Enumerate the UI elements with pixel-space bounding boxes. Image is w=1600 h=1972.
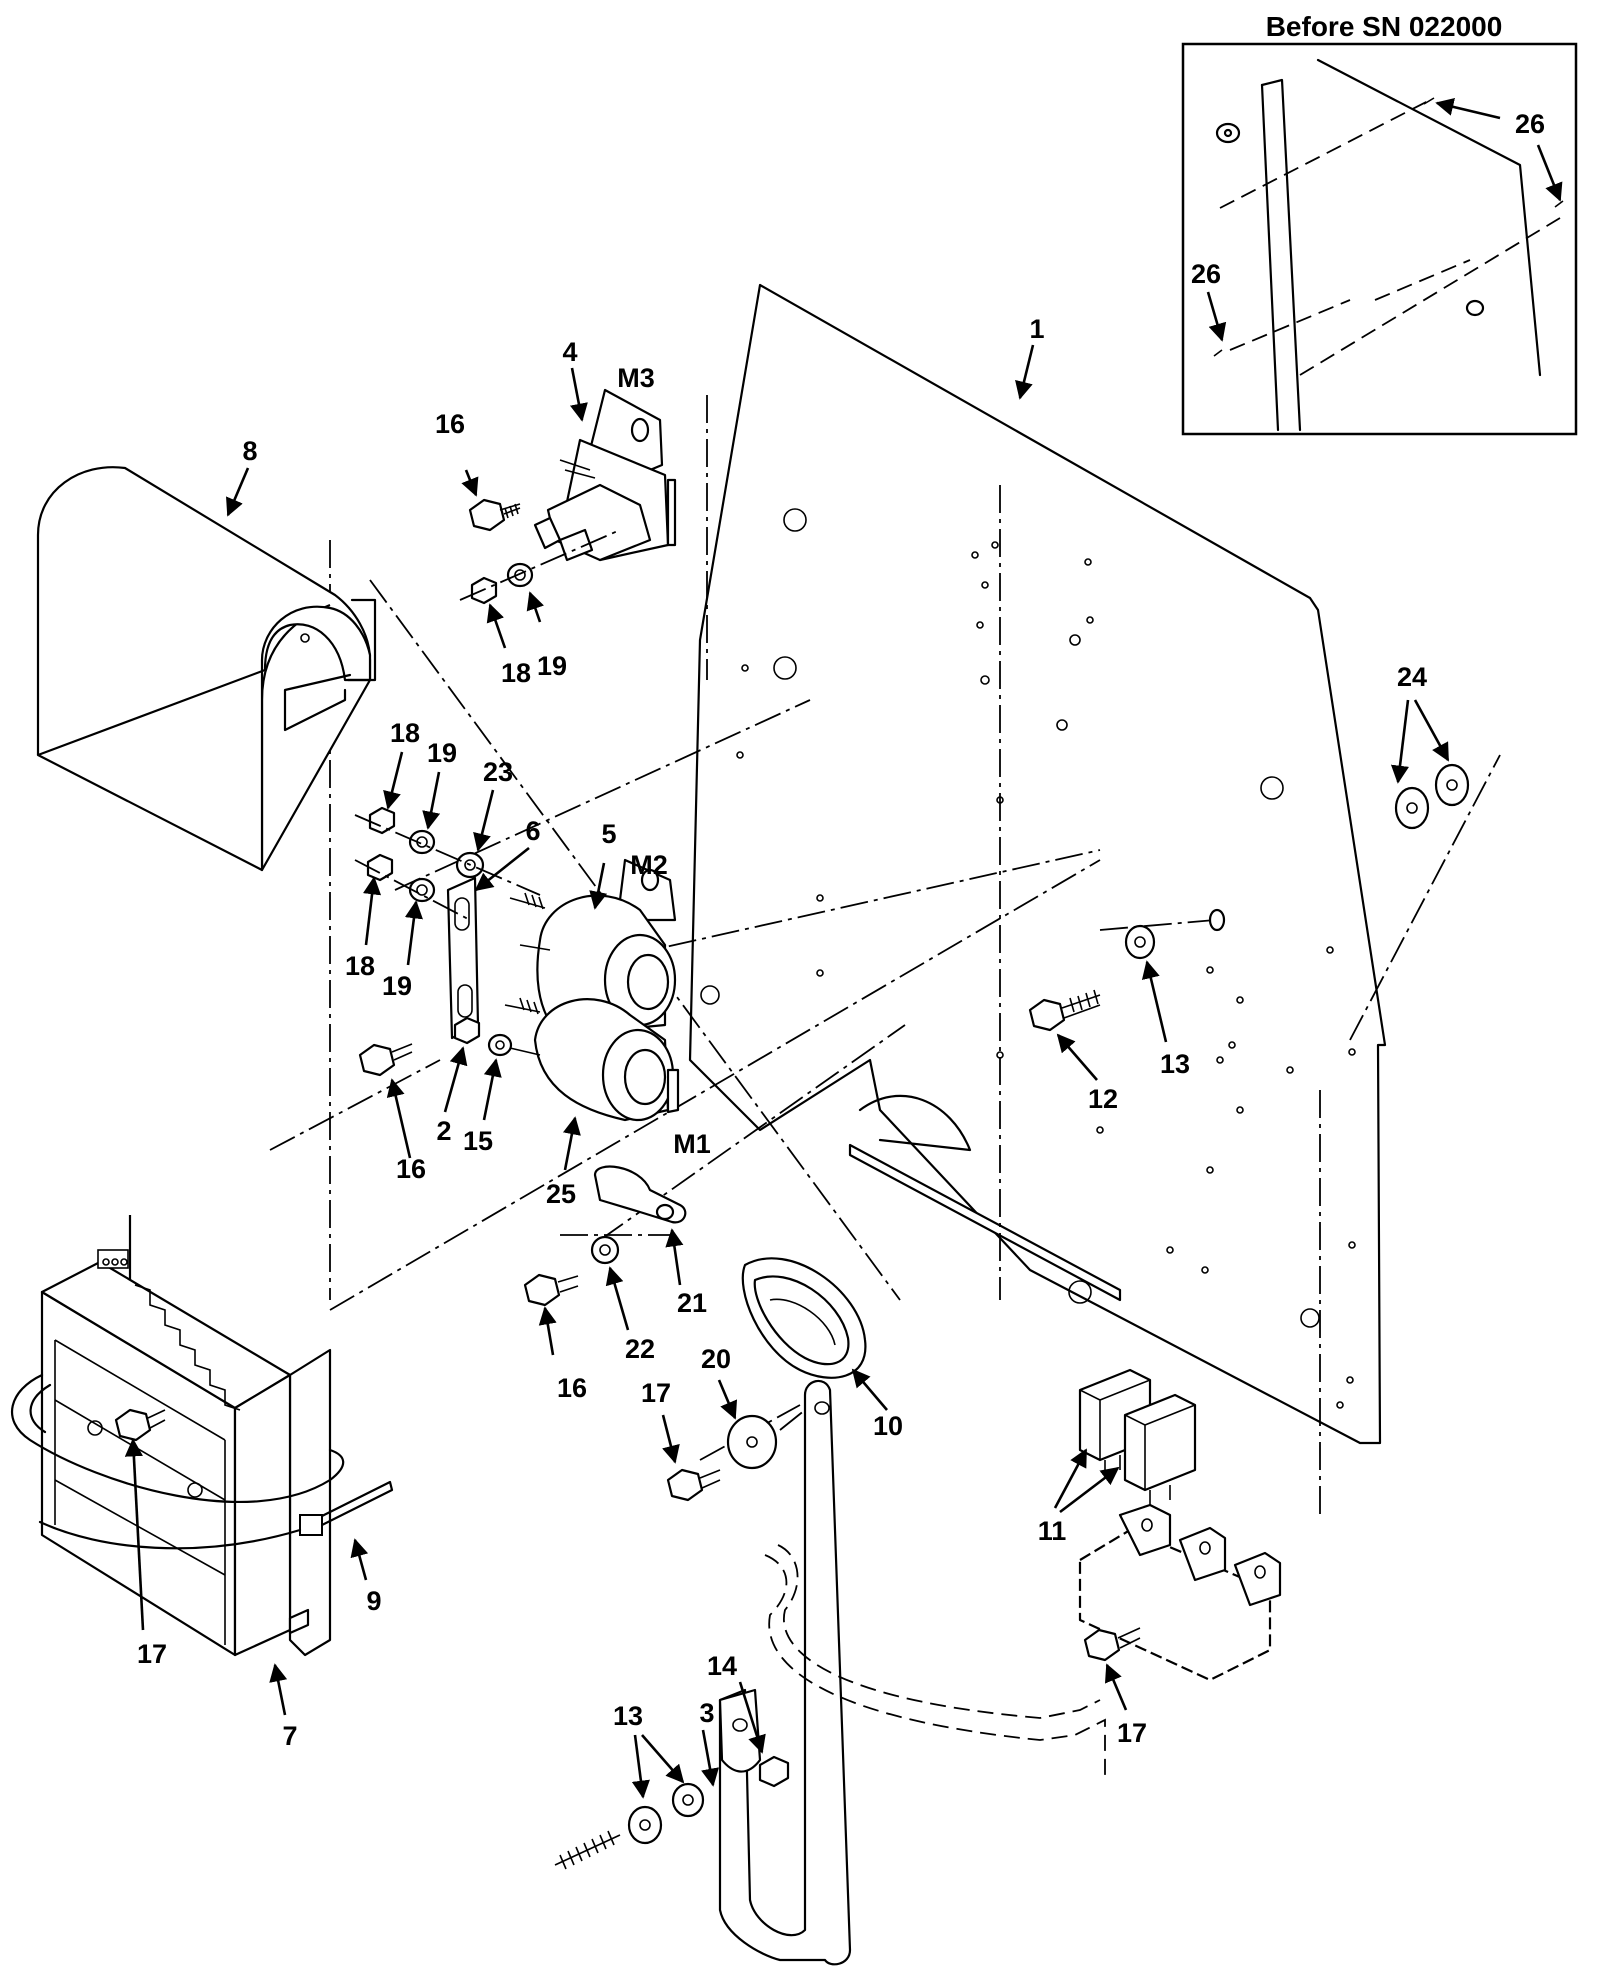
callout-24: 24	[1397, 662, 1427, 692]
inset-callout-26-b: 26	[1191, 259, 1221, 289]
callout-22: 22	[625, 1334, 655, 1364]
callout-labels: 1 4 M3 16 8 18 19 24 18 19 23 6 5 M2 18 …	[137, 314, 1427, 1751]
hardware-13-14-bottom	[554, 1755, 790, 1870]
grommet-part-10	[741, 1257, 867, 1379]
label-m3: M3	[617, 363, 655, 393]
inset-title: Before SN 022000	[1266, 11, 1503, 42]
callout-1: 1	[1029, 314, 1044, 344]
callout-2: 2	[436, 1116, 451, 1146]
callout-9: 9	[366, 1586, 381, 1616]
callout-20: 20	[701, 1344, 731, 1374]
callout-19-mid: 19	[427, 738, 457, 768]
inset-callout-26-a: 26	[1515, 109, 1545, 139]
contactor-m2-part-5	[509, 858, 677, 1037]
callout-16-top: 16	[435, 409, 465, 439]
callout-18-low: 18	[345, 951, 375, 981]
bolt-part-17-right	[1083, 1627, 1141, 1662]
bolt-part-17-mid	[666, 1468, 721, 1502]
callout-13-right: 13	[1160, 1049, 1190, 1079]
callout-7: 7	[282, 1721, 297, 1751]
nut-washer-18-19-top	[459, 529, 621, 605]
callout-18-mid: 18	[390, 718, 420, 748]
cover-part-8	[36, 466, 377, 872]
bolt-part-17-controller	[114, 1408, 166, 1442]
callout-11: 11	[1038, 1516, 1067, 1546]
controller-part-7	[40, 1215, 332, 1657]
callout-25: 25	[546, 1179, 576, 1209]
callout-arrows	[124, 344, 1450, 1799]
callout-8: 8	[242, 436, 257, 466]
callout-16-mid: 16	[396, 1154, 426, 1184]
bracket-part-6	[446, 876, 480, 1040]
callout-14: 14	[707, 1651, 737, 1681]
contactor-m3-part-4	[533, 388, 677, 562]
label-m1: M1	[673, 1129, 711, 1159]
bolt-part-16-top	[468, 498, 521, 532]
callout-10: 10	[873, 1411, 903, 1441]
cable-tie-part-9	[11, 1373, 394, 1550]
washer-part-20	[726, 1414, 778, 1470]
callout-12: 12	[1088, 1084, 1118, 1114]
callout-17-right: 17	[1117, 1718, 1147, 1748]
label-m2: M2	[630, 850, 668, 880]
contactor-m1-part-25	[504, 997, 680, 1122]
hardware-12-13-right	[1028, 908, 1226, 1032]
callout-5: 5	[601, 819, 616, 849]
callout-15: 15	[463, 1126, 493, 1156]
washers-part-24	[1394, 763, 1470, 830]
callout-19-low: 19	[382, 971, 412, 1001]
relays-part-11	[1078, 1368, 1197, 1505]
callout-17-mid: 17	[641, 1378, 671, 1408]
callout-6: 6	[525, 816, 540, 846]
hardware-16-2-15-mid	[358, 1016, 513, 1077]
callout-19-top: 19	[537, 651, 567, 681]
callout-13-bottom: 13	[613, 1701, 643, 1731]
callout-21: 21	[677, 1288, 707, 1318]
clamp-part-21	[593, 1165, 687, 1224]
hidden-strap-outline	[764, 1544, 1106, 1780]
callout-4: 4	[562, 337, 577, 367]
relay-socket-block	[1078, 1503, 1282, 1682]
hardware-16-22-lower	[523, 1235, 620, 1307]
inset-panel: Before SN 022000 26 26	[1181, 11, 1578, 436]
callout-3: 3	[699, 1698, 714, 1728]
hardware-18-19-23-left	[354, 806, 541, 921]
callout-16-low: 16	[557, 1373, 587, 1403]
callout-23: 23	[483, 757, 513, 787]
callout-17-controller: 17	[137, 1639, 167, 1669]
callout-18-top: 18	[501, 658, 531, 688]
